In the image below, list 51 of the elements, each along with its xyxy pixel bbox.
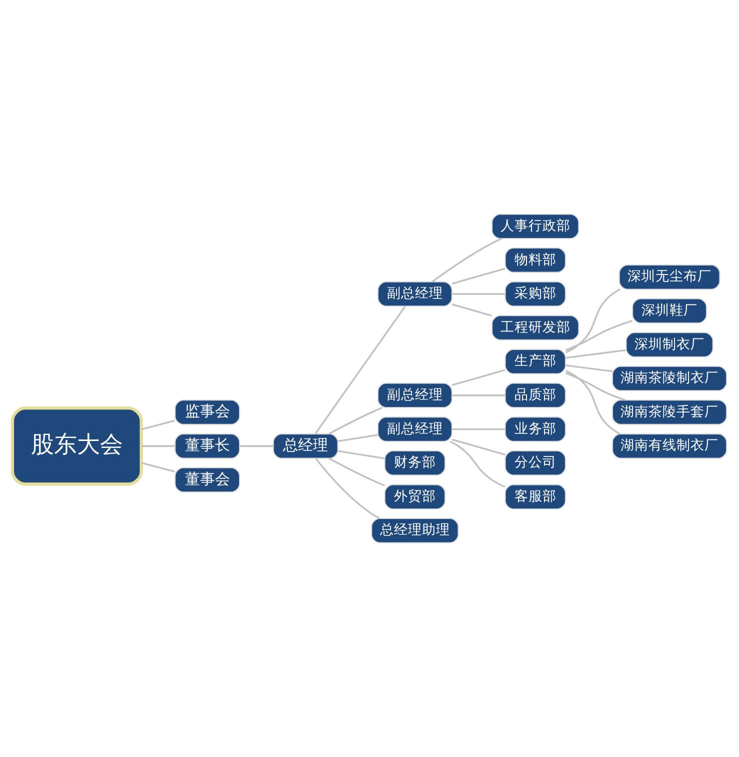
connector [141,420,175,430]
node-box: 客服部 [504,484,566,510]
node-box: 物料部 [504,248,566,273]
connector [141,445,175,447]
node-box: 分公司 [504,450,566,476]
connector [452,293,506,295]
connector [338,450,385,460]
node-box: 副总经理 [377,382,452,408]
node-box: 总经理助理 [371,518,459,544]
connector [565,320,633,352]
connector [452,369,506,386]
node-box: 湖南茶陵手套厂 [612,400,728,425]
connector [240,445,274,447]
node-box: 业务部 [504,416,566,442]
node-box: 总经理 [272,433,338,459]
connector [452,438,506,456]
node-box: 股东大会 [10,406,143,486]
connector [432,238,502,282]
connector [566,370,620,435]
node-box: 工程研发部 [492,315,580,340]
node-box: 董事长 [174,433,240,459]
node-box: 监事会 [174,400,240,425]
connector [452,268,506,284]
node-box: 深圳制衣厂 [626,332,714,358]
connector [566,288,620,354]
node-box: 副总经理 [377,281,452,307]
connector [141,462,175,472]
connector [452,428,506,430]
node-box: 财务部 [384,450,446,476]
node-box: 湖南有线制衣厂 [612,433,728,459]
connector [328,406,383,435]
node-box: 副总经理 [377,416,452,442]
connector [565,372,626,401]
connector [314,306,406,434]
connector [338,434,378,442]
node-box: 品质部 [504,382,566,408]
node-box: 湖南茶陵制衣厂 [612,366,728,392]
node-box: 董事会 [174,467,240,493]
node-box: 深圳鞋厂 [632,298,708,324]
node-box: 深圳无尘布厂 [618,264,720,290]
connector [566,364,613,372]
connector [566,349,626,359]
node-box: 生产部 [504,348,566,374]
node-box: 人事行政部 [492,214,580,240]
connector [450,440,506,488]
connector [315,458,380,520]
connector [328,458,385,486]
node-box: 外贸部 [384,484,446,510]
connector [452,394,506,396]
node-box: 采购部 [504,281,566,307]
connector [452,304,492,316]
